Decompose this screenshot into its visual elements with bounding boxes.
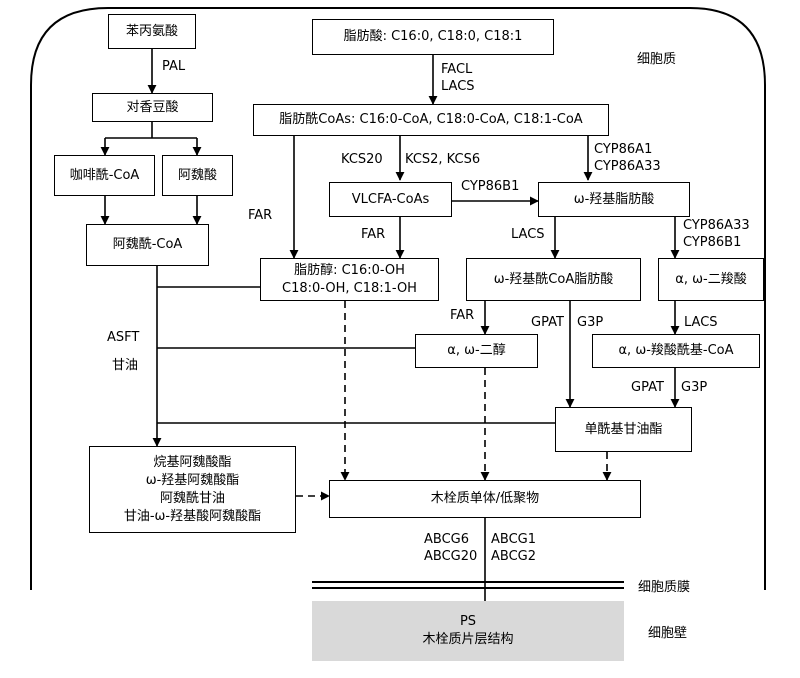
p-coumaric-acid-box: 对香豆酸 — [92, 93, 213, 122]
far-label: FAR — [248, 208, 273, 223]
omega-hydroxy-fatty-acid-label: ω-羟基脂肪酸 — [573, 191, 655, 207]
cyp86a33-b1-label: CYP86A33 CYP86B1 — [683, 217, 750, 251]
abcg1-label: ABCG1 — [491, 532, 537, 547]
vlcfa-coas-box: VLCFA-CoAs — [329, 182, 452, 217]
vlcfa-coas-label: VLCFA-CoAs — [351, 191, 430, 207]
g3p-label: G3P — [681, 380, 708, 395]
ferulic-acid-box: 阿魏酸 — [162, 155, 233, 196]
fatty-acyl-coas-box: 脂肪酰CoAs: C16:0-CoA, C18:0-CoA, C18:1-CoA — [253, 104, 609, 136]
fatty-acids-label: 脂肪酸: C16:0, C18:0, C18:1 — [343, 29, 523, 44]
cyp86a1-label: CYP86A1 — [594, 142, 653, 157]
alpha-omega-diacyl-coa-box: α, ω-羧酸酰基-CoA — [592, 334, 760, 368]
fatty-alcohols-line: C18:0-OH, C18:1-OH — [282, 280, 417, 296]
monoacylglycerol-label: 单酰基甘油酯 — [584, 421, 663, 437]
feruloyl-coa-box: 阿魏酰-CoA — [86, 224, 209, 266]
fatty-alcohols-box: 脂肪醇: C16:0-OH C18:0-OH, C18:1-OH — [260, 258, 439, 301]
alpha-omega-diol-label: α, ω-二醇 — [447, 343, 506, 358]
cell-wall-region: PS 木栓质片层结构 — [312, 601, 624, 661]
omega-hydroxy-acyl-coa-box: ω-羟基酰CoA脂肪酸 — [466, 258, 641, 301]
ferulic-acid-label: 阿魏酸 — [177, 167, 217, 183]
cyp86b1-label: CYP86B1 — [461, 179, 520, 194]
caffeoyl-coa-box: 咖啡酰-CoA — [54, 155, 155, 196]
omega-hydroxy-fatty-acid-box: ω-羟基脂肪酸 — [538, 182, 690, 217]
p-coumaric-acid-label: 对香豆酸 — [126, 99, 179, 115]
fatty-acids-box: 脂肪酸: C16:0, C18:0, C18:1 — [312, 19, 554, 55]
alpha-omega-diacyl-coa-label: α, ω-羧酸酰基-CoA — [618, 343, 734, 358]
fatty-acyl-coas-label: 脂肪酰CoAs: C16:0-CoA, C18:0-CoA, C18:1-CoA — [279, 112, 583, 127]
cyp86a1-a33-label: CYP86A1 CYP86A33 — [594, 141, 661, 175]
monoacylglycerol-box: 单酰基甘油酯 — [555, 407, 692, 452]
ferulate-ester-item: 甘油-ω-羟基酸阿魏酸酯 — [123, 508, 262, 524]
ferulate-ester-item: ω-羟基阿魏酸酯 — [145, 472, 240, 488]
cyp86b1-label: CYP86B1 — [683, 235, 742, 250]
caffeoyl-coa-label: 咖啡酰-CoA — [69, 167, 140, 183]
suberin-monomers-box: 木栓质单体/低聚物 — [329, 480, 641, 518]
alpha-omega-diacid-label: α, ω-二羧酸 — [675, 271, 747, 287]
facl-label: FACL — [441, 62, 473, 77]
suberin-lamellae-label: 木栓质片层结构 — [422, 632, 514, 647]
gpat-label: GPAT — [531, 315, 564, 330]
pal-label: PAL — [162, 59, 186, 74]
ps-label: PS — [459, 614, 477, 629]
g3p-label: G3P — [577, 315, 604, 330]
gpat-label: GPAT — [631, 380, 664, 395]
facl-lacs-label: FACL LACS — [441, 61, 475, 95]
fatty-alcohols-line: 脂肪醇: C16:0-OH — [294, 262, 405, 278]
asft-label: ASFT — [107, 330, 140, 345]
ferulate-ester-item: 阿魏酰甘油 — [159, 490, 225, 506]
far-label: FAR — [361, 227, 386, 242]
glycerol-label: 甘油 — [112, 358, 139, 373]
lacs-label: LACS — [441, 79, 475, 94]
cell-boundary — [30, 7, 766, 590]
feruloyl-coa-label: 阿魏酰-CoA — [112, 237, 183, 252]
plasma-membrane-label: 细胞质膜 — [638, 580, 691, 595]
abcg6-label: ABCG6 — [424, 532, 470, 547]
abcg2-label: ABCG2 — [491, 549, 537, 564]
alpha-omega-diol-box: α, ω-二醇 — [415, 334, 538, 368]
lacs-label: LACS — [684, 315, 718, 330]
abcg1-2-label: ABCG1 ABCG2 — [491, 531, 536, 565]
omega-hydroxy-acyl-coa-label: ω-羟基酰CoA脂肪酸 — [493, 271, 614, 287]
cytoplasm-label: 细胞质 — [637, 52, 677, 67]
cyp86a33-label: CYP86A33 — [594, 159, 661, 174]
cyp86a33-label: CYP86A33 — [683, 218, 750, 233]
abcg6-20-label: ABCG6 ABCG20 — [424, 531, 477, 565]
far-label: FAR — [450, 308, 475, 323]
abcg20-label: ABCG20 — [424, 549, 478, 564]
ferulate-ester-item: 烷基阿魏酸酯 — [153, 454, 232, 470]
kcs2-kcs6-label: KCS2, KCS6 — [405, 152, 481, 167]
ferulate-esters-box: 烷基阿魏酸酯 ω-羟基阿魏酸酯 阿魏酰甘油 甘油-ω-羟基酸阿魏酸酯 — [89, 446, 296, 533]
cell-wall-label: 细胞壁 — [648, 626, 688, 641]
lacs-label: LACS — [511, 227, 545, 242]
phenylalanine-box: 苯丙氨酸 — [108, 14, 196, 49]
suberin-monomers-label: 木栓质单体/低聚物 — [430, 491, 540, 506]
kcs20-label: KCS20 — [341, 152, 383, 167]
alpha-omega-diacid-box: α, ω-二羧酸 — [658, 258, 764, 301]
phenylalanine-label: 苯丙氨酸 — [125, 23, 178, 39]
